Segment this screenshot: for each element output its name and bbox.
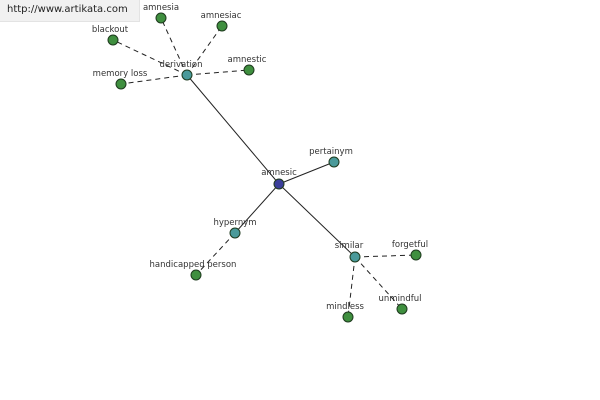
- node-amnestic[interactable]: [243, 64, 255, 76]
- node-handicapped-person[interactable]: [190, 269, 202, 281]
- node-label-amnesiac: amnesiac: [201, 11, 242, 21]
- node-label-handicapped-person: handicapped person: [150, 260, 237, 270]
- node-hypernym[interactable]: [229, 227, 241, 239]
- edge-derivation-memory-loss: [120, 74, 188, 85]
- node-amnesic[interactable]: [273, 178, 285, 190]
- node-blackout[interactable]: [107, 34, 119, 46]
- node-amnesia[interactable]: [155, 12, 167, 24]
- edge-derivation-amnesia: [160, 17, 188, 76]
- edge-amnesic-hypernym: [234, 183, 280, 234]
- edge-similar-mindless: [347, 256, 356, 318]
- edge-amnesic-derivation: [186, 74, 280, 185]
- edge-amnesic-pertainym: [278, 161, 335, 185]
- node-similar[interactable]: [349, 251, 361, 263]
- nodes-layer: [107, 12, 422, 323]
- node-label-amnestic: amnestic: [228, 55, 267, 65]
- node-label-blackout: blackout: [92, 25, 129, 35]
- node-mindless[interactable]: [342, 311, 354, 323]
- node-memory-loss[interactable]: [115, 78, 127, 90]
- edge-similar-unmindful: [354, 256, 403, 310]
- artikata-url-watermark[interactable]: http://www.artikata.com: [0, 0, 140, 22]
- node-pertainym[interactable]: [328, 156, 340, 168]
- node-label-mindless: mindless: [326, 302, 364, 312]
- edge-similar-forgetful: [354, 254, 417, 258]
- edge-amnesic-similar: [278, 183, 356, 258]
- labels-layer: amnesic derivation pertainym hypernym simila…: [92, 3, 428, 312]
- node-amnesiac[interactable]: [216, 20, 228, 32]
- node-label-amnesic: amnesic: [261, 168, 297, 178]
- edge-hypernym-handicapped-person: [195, 232, 236, 276]
- edge-derivation-amnesiac: [186, 25, 223, 76]
- node-label-pertainym: pertainym: [309, 147, 353, 157]
- edge-derivation-amnestic: [186, 69, 250, 76]
- node-derivation[interactable]: [181, 69, 193, 81]
- node-label-memory-loss: memory loss: [93, 69, 148, 79]
- edge-derivation-blackout: [112, 39, 188, 76]
- node-label-hypernym: hypernym: [213, 218, 256, 228]
- node-unmindful[interactable]: [396, 303, 408, 315]
- node-forgetful[interactable]: [410, 249, 422, 261]
- node-label-unmindful: unmindful: [379, 294, 422, 304]
- node-label-amnesia: amnesia: [143, 3, 179, 13]
- node-label-forgetful: forgetful: [392, 240, 428, 250]
- node-label-derivation: derivation: [159, 60, 202, 70]
- edges-layer: [112, 17, 417, 318]
- node-label-similar: similar: [335, 241, 364, 251]
